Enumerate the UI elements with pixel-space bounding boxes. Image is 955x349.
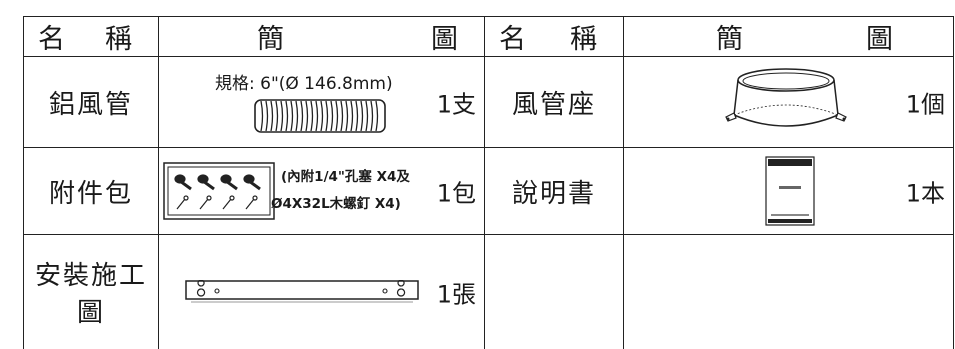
part-figure-cell: 1個 xyxy=(624,57,954,148)
empty-name-cell xyxy=(485,235,624,349)
quantity: 1本 xyxy=(906,174,945,209)
part-name: 鋁風管 xyxy=(24,84,158,121)
header-name-cell-right: 名 稱 xyxy=(485,17,624,57)
header-figure-cell-left: 簡 圖 xyxy=(159,17,485,57)
accessory-note-line-1: (內附1/4"孔塞 X4及 xyxy=(281,164,410,191)
table-row: 安裝施工圖 1張 xyxy=(24,235,954,349)
accessory-note: (內附1/4"孔塞 X4及 Ø4X32L木螺釘 X4) xyxy=(281,164,410,218)
header-name-cell-left: 名 稱 xyxy=(24,17,159,57)
header-figure-cell-right: 簡 圖 xyxy=(624,17,954,57)
header-figure-char-2: 圖 xyxy=(866,17,895,56)
part-name: 附件包 xyxy=(24,173,158,210)
installation-template-icon xyxy=(185,280,419,304)
accessory-note-line-2: Ø4X32L木螺釘 X4) xyxy=(271,191,410,218)
header-figure-char-2: 圖 xyxy=(431,17,460,56)
duct-spec-label: 規格: 6"(Ø 146.8mm) xyxy=(215,69,393,94)
flexible-duct-icon xyxy=(253,97,389,135)
part-name-cell: 說明書 xyxy=(485,148,624,235)
table-row: 附件包 (內附1/4"孔塞 X4及 xyxy=(24,148,954,235)
quantity: 1支 xyxy=(437,85,476,120)
empty-figure-cell xyxy=(624,235,954,349)
part-figure-cell: 1本 xyxy=(624,148,954,235)
duct-adapter-icon xyxy=(722,65,850,141)
header-name-char-2: 稱 xyxy=(105,17,134,56)
part-name: 安裝施工圖 xyxy=(24,255,158,329)
header-name-char-1: 名 xyxy=(38,17,67,56)
table-header-row: 名 稱 簡 圖 名 稱 簡 圖 xyxy=(24,17,954,57)
parts-table: 名 稱 簡 圖 名 稱 簡 圖 鋁風管 規格: 6" xyxy=(23,16,954,349)
header-figure-char-1: 簡 xyxy=(716,17,745,56)
part-name: 風管座 xyxy=(485,84,623,121)
part-name-cell: 安裝施工圖 xyxy=(24,235,159,349)
quantity: 1個 xyxy=(906,85,945,120)
manual-booklet-icon xyxy=(765,156,815,226)
header-figure-char-1: 簡 xyxy=(257,17,286,56)
part-figure-cell: (內附1/4"孔塞 X4及 Ø4X32L木螺釘 X4) 1包 xyxy=(159,148,485,235)
accessory-pack-icon xyxy=(163,162,275,220)
quantity: 1包 xyxy=(437,174,476,209)
part-name-cell: 附件包 xyxy=(24,148,159,235)
quantity: 1張 xyxy=(437,275,476,310)
part-figure-cell: 1張 xyxy=(159,235,485,349)
table-row: 鋁風管 規格: 6"(Ø 146.8mm) 1支 風管座 xyxy=(24,57,954,148)
part-name: 說明書 xyxy=(485,173,623,210)
header-name-char-1: 名 xyxy=(499,17,528,56)
part-figure-cell: 規格: 6"(Ø 146.8mm) 1支 xyxy=(159,57,485,148)
header-name-char-2: 稱 xyxy=(570,17,599,56)
part-name-cell: 鋁風管 xyxy=(24,57,159,148)
part-name-cell: 風管座 xyxy=(485,57,624,148)
